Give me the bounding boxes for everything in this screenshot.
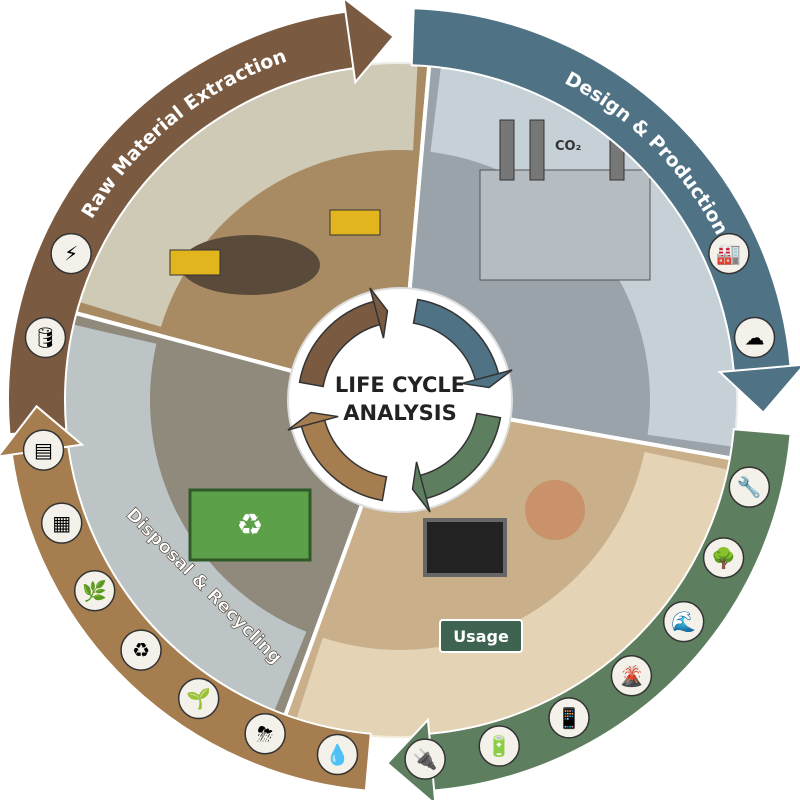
recycle-symbol-icon: ♻ [237,508,264,543]
flood-icon: 🌊 [662,600,705,643]
svg-text:⛈: ⛈ [257,722,273,746]
center-cycle-arrow [298,287,389,388]
solar-panel-icon: ▦ [40,502,83,544]
stage-label-usage: Usage [453,627,509,646]
compost-crate-icon: ▤ [22,429,65,471]
svg-text:⚡: ⚡ [64,242,78,266]
sprout-icon: 🌱 [177,677,220,720]
oil-barrel-icon: 🛢 [24,316,67,359]
computer-monitor [423,518,507,577]
center-cycle-arrow [287,411,388,502]
svg-text:💧: 💧 [325,743,350,767]
lightning-icon: ⚡ [50,232,92,275]
center-cycle-arrow [412,298,513,389]
excavator [169,249,221,276]
co2-label: CO₂ [555,139,581,154]
center-hub: LIFE CYCLE ANALYSIS [287,287,513,513]
person-using-phone [525,480,585,540]
center-title-line2: ANALYSIS [343,401,456,425]
ring-arrow-design-production [410,7,800,415]
excavator [329,209,381,236]
recycling-bin [188,488,312,562]
phone-waste-icon: 📱 [548,697,590,739]
factory-building [479,169,651,281]
svg-text:📱: 📱 [557,706,582,730]
broken-tools-icon: 🔧 [728,466,771,508]
center-title-line1: LIFE CYCLE [335,373,465,397]
ring-icons: ⚡ 🛢 🏭 ☁ 🔧 🌳 🌊 🌋 📱 🔋 🔌 💧 ⛈ 🌱 ♻ 🌿 ▦ ▤ [22,232,776,780]
svg-text:▤: ▤ [34,438,53,462]
svg-text:🏭: 🏭 [716,242,741,266]
svg-text:🌊: 🌊 [671,610,696,634]
smokestack [529,119,545,181]
svg-text:🛢: 🛢 [33,325,58,349]
svg-text:🔌: 🔌 [413,747,438,771]
svg-text:▦: ▦ [52,511,71,535]
ring-arrow-raw-material [7,0,396,436]
svg-text:♻: ♻ [132,638,150,662]
center-cycle-arrow [411,412,502,513]
water-drop-icon: 💧 [316,733,359,776]
svg-text:🔋: 🔋 [487,734,512,758]
factory-emissions-icon: 🏭 [708,232,750,275]
seedling-icon: 🌿 [73,570,116,612]
battery-icon: 🔋 [478,725,520,767]
dead-tree-icon: 🌳 [702,537,745,579]
smokestack [499,119,515,181]
svg-text:🌋: 🌋 [619,664,644,688]
usage-label-box: Usage [439,619,523,653]
recycle-icon: ♻ [120,629,162,671]
storm-cloud-icon: ⛈ [244,713,286,755]
svg-text:🌱: 🌱 [186,686,211,710]
plug-icon: 🔌 [404,738,446,780]
svg-text:🌿: 🌿 [82,579,107,603]
cracked-earth-icon: 🌋 [610,655,653,697]
smog-cloud-icon: ☁ [733,316,776,359]
svg-text:🔧: 🔧 [737,475,762,499]
svg-text:☁: ☁ [745,325,765,349]
svg-text:🌳: 🌳 [711,546,736,570]
